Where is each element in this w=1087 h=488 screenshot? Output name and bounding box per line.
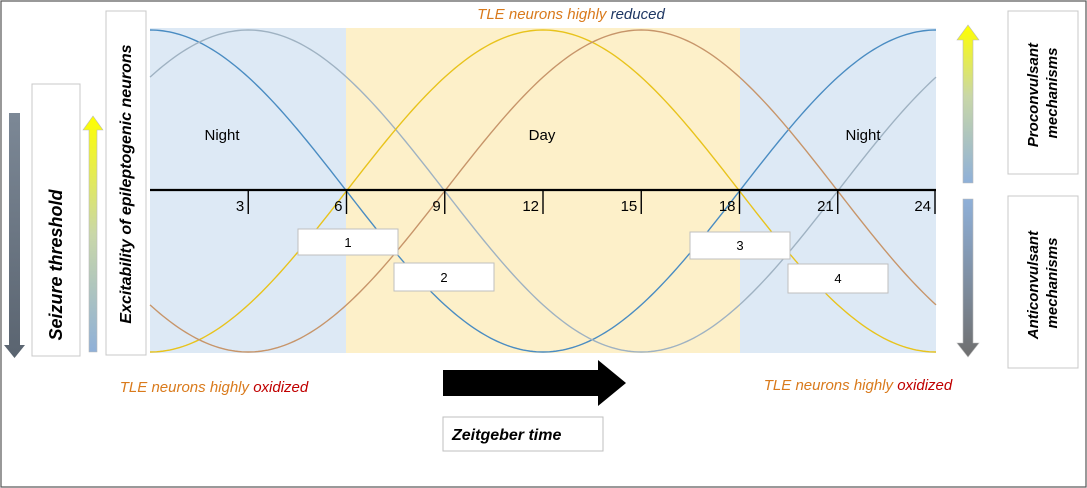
caption-reduced-prefix: TLE neurons highly <box>477 6 610 23</box>
axis-tick-label: 18 <box>719 198 736 215</box>
caption-oxidized-right-prefix: TLE neurons highly <box>764 377 897 394</box>
phase-label-night-right: Night <box>845 127 881 144</box>
caption-oxidized-right: TLE neurons highly oxidized <box>764 377 953 394</box>
anticonvulsant-box <box>1007 195 1079 369</box>
box-1: 1 <box>297 228 399 256</box>
box-1-label: 1 <box>344 235 351 250</box>
axis-tick-label: 15 <box>621 198 638 215</box>
box-3: 3 <box>689 231 791 260</box>
anticonvulsant-label-line-1: Anticonvulsant <box>1025 230 1042 340</box>
axis-tick-label: 21 <box>817 198 834 215</box>
proconvulsant-box <box>1007 10 1079 175</box>
curve-blue <box>149 29 937 353</box>
excitability-arrow <box>82 115 104 353</box>
anticonvulsant-label-line-2: mechanisms <box>1044 238 1061 329</box>
excitability-box <box>105 10 147 356</box>
zeitgeber-label: Zeitgeber time <box>451 427 561 444</box>
zeitgeber-box <box>442 416 604 452</box>
caption-oxidized-left-prefix: TLE neurons highly <box>120 379 253 396</box>
anticonvulsant-label: Anticonvulsant mechanisms <box>1025 227 1061 341</box>
axis-tick-label: 6 <box>334 198 342 215</box>
seizure-threshold-arrow <box>4 113 25 358</box>
box-2: 2 <box>393 262 495 292</box>
caption-oxidized-left: TLE neurons highly oxidized <box>120 379 309 396</box>
proconvulsant-label-line-2: mechanisms <box>1044 48 1061 139</box>
box-4: 4 <box>787 263 889 294</box>
box-2-label: 2 <box>440 270 447 285</box>
curve-orange <box>149 29 937 353</box>
axis-tick-label: 9 <box>432 198 440 215</box>
seizure-threshold-box <box>31 83 81 357</box>
excitability-label: Excitability of epileptogenic neurons <box>118 44 135 323</box>
caption-oxidized-left-emphasis: oxidized <box>253 379 309 396</box>
phase-label-day: Day <box>529 127 556 144</box>
time-axis-ticks: 3 6 9 12 15 18 21 24 <box>236 190 936 215</box>
box-4-label: 4 <box>834 271 841 286</box>
time-arrow <box>443 360 626 406</box>
box-3-label: 3 <box>736 238 743 253</box>
caption-reduced-emphasis: reduced <box>611 6 666 23</box>
seizure-threshold-label: Seizure threshold <box>46 188 66 340</box>
caption-oxidized-right-emphasis: oxidized <box>897 377 953 394</box>
curve-gray <box>149 29 937 353</box>
proconvulsant-label-line-1: Proconvulsant <box>1025 42 1042 147</box>
anticonvulsant-arrow <box>956 198 980 358</box>
axis-tick-label: 24 <box>914 198 931 215</box>
proconvulsant-arrow <box>956 24 980 184</box>
axis-tick-label: 12 <box>522 198 539 215</box>
caption-reduced: TLE neurons highly reduced <box>477 6 665 23</box>
phase-label-night-left: Night <box>204 127 240 144</box>
axis-tick-label: 3 <box>236 198 244 215</box>
proconvulsant-label: Proconvulsant mechanisms <box>1025 39 1061 147</box>
